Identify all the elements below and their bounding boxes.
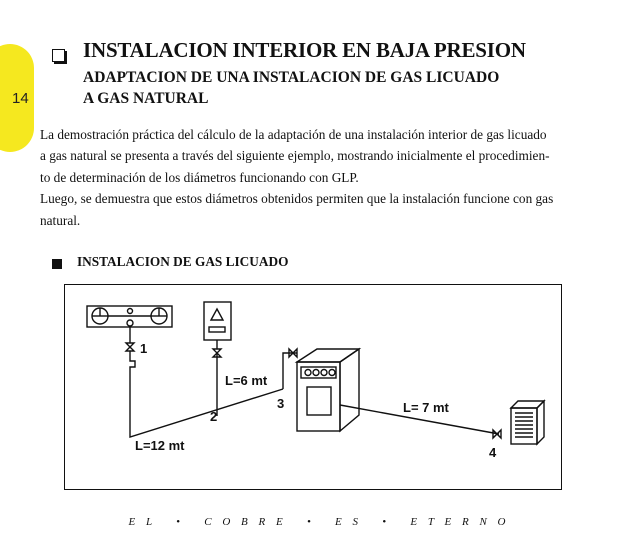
room-heater-icon <box>509 399 546 446</box>
page-title: INSTALACION INTERIOR EN BAJA PRESION <box>83 38 526 62</box>
node-label-1: 1 <box>140 341 148 356</box>
stove-icon <box>294 347 362 433</box>
water-heater-icon <box>203 301 232 358</box>
node-label-4: 4 <box>489 445 497 460</box>
valve-4-icon <box>492 428 502 440</box>
length-label-6m: L=6 mt <box>225 373 268 388</box>
section-bullet-icon <box>52 259 62 269</box>
valve-1-icon <box>124 342 136 369</box>
paragraph-line: a gas natural se presenta a través del s… <box>40 148 550 164</box>
paragraph-line: to de determinación de los diámetros fun… <box>40 169 359 185</box>
page-tab <box>0 44 34 152</box>
page-subtitle-line1: ADAPTACION DE UNA INSTALACION DE GAS LIC… <box>83 69 500 86</box>
paragraph-line: natural. <box>40 212 81 228</box>
title-checkbox-icon <box>52 49 65 62</box>
paragraph-line: La demostración práctica del cálculo de … <box>40 127 547 142</box>
page-subtitle-line2: A GAS NATURAL <box>83 90 209 107</box>
pipe-network <box>129 352 500 438</box>
node-label-3: 3 <box>277 396 285 411</box>
stove-valve-icon <box>288 347 298 359</box>
gas-cylinder-manifold-icon <box>86 305 173 343</box>
length-label-12m: L=12 mt <box>135 438 185 453</box>
diagram-drawing <box>86 301 546 446</box>
node-label-2: 2 <box>210 409 218 424</box>
gas-installation-diagram: 1 2 3 4 L=12 mt L=6 mt L= 7 mt <box>64 284 562 490</box>
section-title: INSTALACION DE GAS LICUADO <box>77 254 289 269</box>
footer-motto: E L • C O B R E • E S • E T E R N O <box>128 516 510 528</box>
paragraph-line: Luego, se demuestra que estos diámetros … <box>40 191 554 207</box>
page-number: 14 <box>12 90 29 107</box>
intro-paragraph: La demostración práctica del cálculo de … <box>40 124 600 231</box>
length-label-7m: L= 7 mt <box>403 400 449 415</box>
